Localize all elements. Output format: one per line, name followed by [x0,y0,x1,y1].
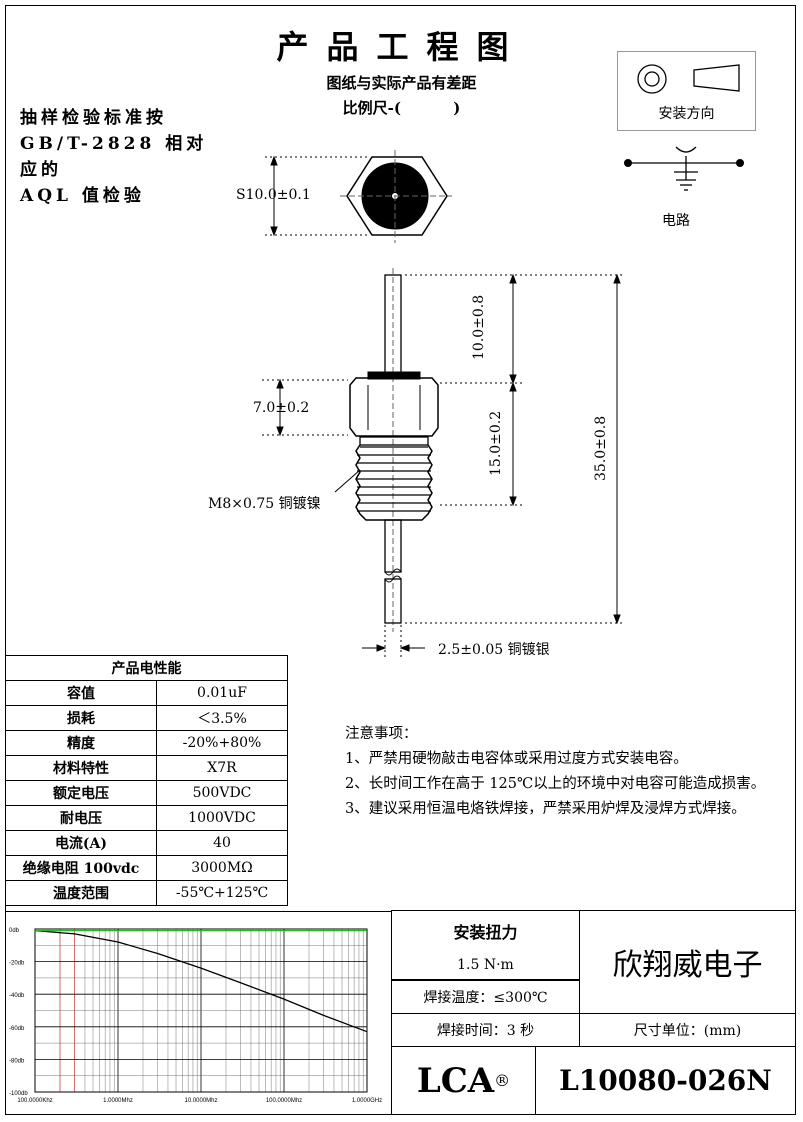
solder-temp: 焊接温度：≤300℃ [391,980,580,1014]
spec-value: -55℃+125℃ [156,880,288,906]
page-title: 产品工程图 [276,28,527,66]
install-direction-label: 安装方向 [658,106,715,122]
torque-label: 安装扭力 [391,910,580,950]
y-tick-label: -20db [9,961,25,967]
y-tick-label: -60db [9,1026,25,1032]
sampling-note-line: 抽样检验标准按 [20,108,167,128]
spec-table-header: 产品电性能 [5,655,288,681]
install-direction-box: 安装方向 [617,51,756,131]
spec-value: 40 [156,830,288,856]
sampling-note-line: AQL 值检验 [20,186,145,206]
dim-hex-height: 7.0±0.2 [253,400,310,416]
y-tick-label: -40db [9,993,25,999]
torque-value: 1.5 N·m [391,950,580,980]
spec-value: 500VDC [156,780,288,806]
scale-label: 比例尺-( ) [342,99,461,117]
circuit-label: 电路 [662,213,690,229]
x-tick-label: 100.0000Khz [17,1098,52,1104]
drawing-disclaimer: 图纸与实际产品有差距 [326,74,477,92]
circuit-symbol-icon [624,146,744,191]
table-row: 电流(A)40 [5,830,288,856]
spec-value: X7R [156,755,288,781]
dim-total-length: 35.0±0.8 [593,415,609,481]
brand-name: LCA [416,1060,495,1101]
table-row: 损耗＜3.5% [5,705,288,731]
spec-value: 1000VDC [156,805,288,831]
sampling-note: 抽样检验标准按 GB/T-2828 相对应的 AQL 值检验 [20,105,225,209]
spec-key: 容值 [5,680,157,706]
dim-thread-length: 15.0±0.2 [488,410,504,476]
spec-key: 材料特性 [5,755,157,781]
note-item: 2、长时间工作在高于 125℃以上的环境中对电容可能造成损害。 [345,776,766,792]
dim-hex-size: S10.0±0.1 [236,187,311,203]
spec-key: 电流(A) [5,830,157,856]
spec-key: 绝缘电阻 100vdc [5,855,157,881]
spec-key: 温度范围 [5,880,157,906]
solder-time: 焊接时间：3 秒 [391,1013,580,1047]
spec-value: -20%+80% [156,730,288,756]
part-number: L10080-026N [535,1046,796,1115]
dim-top-lead: 10.0±0.8 [471,294,487,360]
registered-mark: ® [494,1071,511,1090]
series-line [34,929,368,1033]
table-row: 精度-20%+80% [5,730,288,756]
y-tick-label: -80db [9,1058,25,1064]
note-item: 3、建议采用恒温电烙铁焊接，严禁采用炉焊及浸焊方式焊接。 [345,801,746,817]
x-tick-label: 100.0000Mhz [266,1098,302,1104]
x-tick-label: 1.0000GHz [352,1098,382,1104]
table-row: 温度范围-55℃+125℃ [5,880,288,906]
y-tick-label: 0db [9,928,20,934]
spec-value: 3000MΩ [156,855,288,881]
y-tick-label: -100db [9,1091,28,1097]
company-name: 欣翔威电子 [579,910,796,1014]
dimension-unit: 尺寸单位：(mm) [579,1013,796,1047]
x-tick-label: 10.0000Mhz [184,1098,217,1104]
dim-thread-spec: M8×0.75 铜镀镍 [208,496,321,512]
spec-key: 损耗 [5,705,157,731]
spec-key: 精度 [5,730,157,756]
notes-section: 注意事项： 1、严禁用硬物敲击电容体或采用过度方式安装电容。 2、长时间工作在高… [345,722,785,822]
brand-logo: LCA® [391,1046,536,1115]
note-item: 1、严禁用硬物敲击电容体或采用过度方式安装电容。 [345,751,688,767]
install-direction-icon [637,64,740,94]
spec-key: 耐电压 [5,805,157,831]
x-tick-label: 1.0000Mhz [103,1098,133,1104]
dim-lead-diameter: 2.5±0.05 铜镀银 [438,642,550,658]
sampling-note-line: GB/T-2828 相对应的 [20,134,208,180]
spec-value: ＜3.5% [156,705,288,731]
chart-svg: 0db -20db -40db -60db -80db -100db100.0000Khz… [9,928,382,1104]
spec-key: 额定电压 [5,780,157,806]
component-drawing [262,150,625,660]
spec-value: 0.01uF [156,680,288,706]
notes-title: 注意事项： [345,726,418,742]
